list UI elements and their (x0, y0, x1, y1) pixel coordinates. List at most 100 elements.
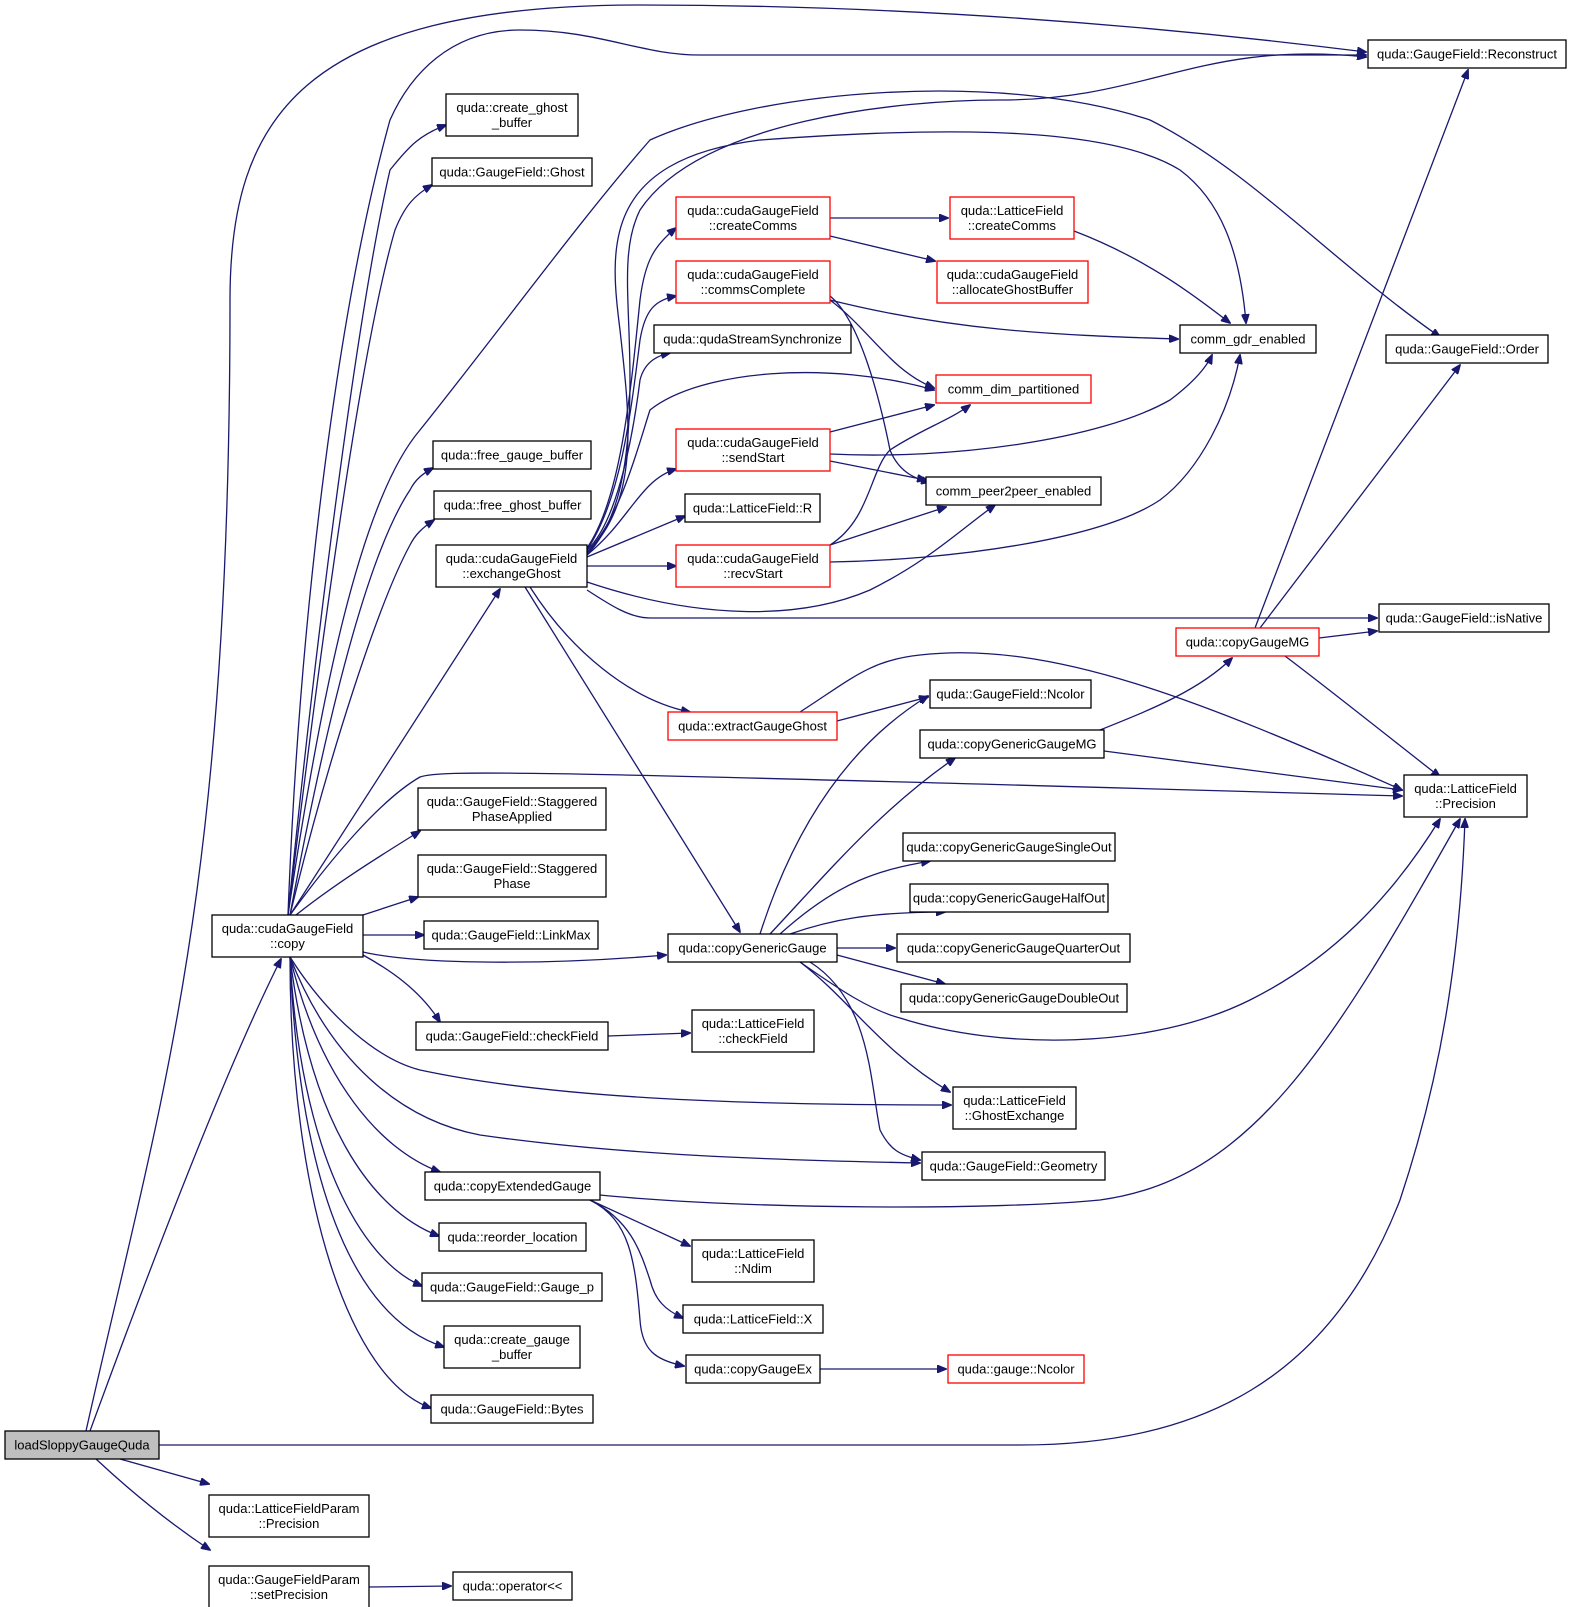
node-label: ::sendStart (722, 450, 785, 465)
edge-cgf_copy-to-lf_Precision (289, 772, 1402, 916)
node-free_ghost_buffer[interactable]: quda::free_ghost_buffer (433, 490, 592, 520)
node-lfp_Precision[interactable]: quda::LatticeFieldParam::Precision (208, 1494, 370, 1538)
node-box (433, 490, 592, 520)
node-bytes[interactable]: quda::GaugeField::Bytes (430, 1394, 594, 1424)
node-lf_X[interactable]: quda::LatticeField::X (682, 1304, 824, 1334)
node-root[interactable]: loadSloppyGaugeQuda (4, 1430, 160, 1460)
node-gf_Ncolor[interactable]: quda::GaugeField::Ncolor (929, 679, 1092, 709)
node-box (909, 883, 1109, 913)
node-reorder_location[interactable]: quda::reorder_location (438, 1222, 587, 1252)
node-copyGenericGaugeQuarterOut[interactable]: quda::copyGenericGaugeQuarterOut (896, 933, 1131, 963)
node-copyGenericGaugeSingleOut[interactable]: quda::copyGenericGaugeSingleOut (902, 832, 1116, 862)
edge-exchangeGhost-to-qudaStreamSynchronize (586, 353, 670, 551)
node-box (675, 544, 831, 588)
node-operator_lshift[interactable]: quda::operator<< (452, 1571, 573, 1601)
node-cgf_copy[interactable]: quda::cudaGaugeField::copy (211, 914, 364, 958)
node-label: quda::copyGenericGaugeHalfOut (913, 891, 1106, 906)
node-box (417, 854, 607, 898)
node-copyGenericGauge[interactable]: quda::copyGenericGauge (667, 933, 838, 963)
node-lf_R[interactable]: quda::LatticeField::R (684, 493, 821, 523)
edge-exchangeGhost-to-commsComplete (586, 296, 676, 551)
node-copyGenericGaugeMG[interactable]: quda::copyGenericGaugeMG (919, 729, 1105, 759)
node-recvStart[interactable]: quda::cudaGaugeField::recvStart (675, 544, 831, 588)
node-label: quda::qudaStreamSynchronize (663, 332, 842, 347)
node-box (208, 1565, 370, 1607)
node-sendStart[interactable]: quda::cudaGaugeField::sendStart (675, 428, 831, 472)
edge-exchangeGhost-to-cgf_createComms (586, 228, 676, 549)
node-lf_checkField[interactable]: quda::LatticeField::checkField (691, 1009, 815, 1053)
node-reconstruct[interactable]: quda::GaugeField::Reconstruct (1367, 39, 1567, 69)
node-order[interactable]: quda::GaugeField::Order (1385, 334, 1549, 364)
node-box (675, 260, 831, 304)
edge-cgf_copy-to-free_gauge_buffer (289, 468, 433, 916)
node-label: ::GhostExchange (965, 1108, 1065, 1123)
node-box (438, 1222, 587, 1252)
node-geometry[interactable]: quda::GaugeField::Geometry (921, 1151, 1106, 1181)
edge-root-to-gfp_setPrecision (95, 1458, 210, 1550)
node-comm_gdr_enabled[interactable]: comm_gdr_enabled (1179, 324, 1317, 354)
edge-cgf_copy-to-staggeredPhaseApplied (295, 831, 420, 916)
edges (85, 4, 1468, 1587)
node-label: quda::copyGenericGauge (678, 941, 826, 956)
edge-copyGaugeMG-to-reconstruct (1254, 70, 1468, 629)
node-cgf_createComms[interactable]: quda::cudaGaugeField::createComms (675, 196, 831, 240)
edge-copyExtendedGauge-to-lf_Ndim (589, 1199, 690, 1246)
node-gfp_setPrecision[interactable]: quda::GaugeFieldParam::setPrecision (208, 1565, 370, 1607)
node-label: quda::copyGenericGaugeMG (927, 737, 1096, 752)
node-free_gauge_buffer[interactable]: quda::free_gauge_buffer (432, 440, 592, 470)
node-extractGaugeGhost[interactable]: quda::extractGaugeGhost (667, 711, 838, 741)
edge-cgf_copy-to-copyExtendedGauge (289, 956, 440, 1172)
edge-exchangeGhost-to-sendStart (586, 469, 676, 556)
node-ghost[interactable]: quda::GaugeField::Ghost (431, 157, 593, 187)
node-box (424, 1171, 601, 1201)
node-label: quda::create_gauge (454, 1332, 570, 1347)
edge-exchangeGhost-to-isNative (586, 589, 1377, 618)
node-commsComplete[interactable]: quda::cudaGaugeField::commsComplete (675, 260, 831, 304)
node-copyGenericGaugeDoubleOut[interactable]: quda::copyGenericGaugeDoubleOut (900, 983, 1128, 1013)
edge-cgf_copy-to-order (287, 90, 1440, 916)
edge-cgf_copy-to-geometry (289, 956, 920, 1163)
node-lf_Ndim[interactable]: quda::LatticeField::Ndim (691, 1239, 815, 1283)
node-create_gauge_buffer[interactable]: quda::create_gauge_buffer (443, 1325, 581, 1369)
node-label: quda::GaugeField::isNative (1386, 611, 1543, 626)
node-box (452, 1571, 573, 1601)
node-lf_createComms[interactable]: quda::LatticeField::createComms (949, 196, 1075, 240)
edge-copyGenericGaugeMG-to-lf_Precision (1103, 750, 1402, 790)
node-qudaStreamSynchronize[interactable]: quda::qudaStreamSynchronize (653, 324, 852, 354)
node-label: quda::extractGaugeGhost (678, 719, 827, 734)
edge-exchangeGhost-to-extractGaugeGhost (529, 586, 690, 712)
node-box (208, 1494, 370, 1538)
node-checkField[interactable]: quda::GaugeField::checkField (415, 1021, 609, 1051)
node-lf_Precision[interactable]: quda::LatticeField::Precision (1403, 774, 1528, 818)
node-label: _buffer (491, 115, 533, 130)
edge-cgf_createComms-to-allocateGhostBuffer (829, 235, 935, 261)
node-box (675, 196, 831, 240)
node-linkMax[interactable]: quda::GaugeField::LinkMax (423, 920, 599, 950)
edge-copyGenericGauge-to-copyGenericGaugeDoubleOut (836, 954, 945, 984)
node-isNative[interactable]: quda::GaugeField::isNative (1378, 603, 1550, 633)
node-ghostExchange[interactable]: quda::LatticeField::GhostExchange (952, 1086, 1077, 1130)
node-allocateGhostBuffer[interactable]: quda::cudaGaugeField::allocateGhostBuffe… (936, 260, 1089, 304)
node-box (682, 1304, 824, 1334)
edge-copyGenericGauge-to-geometry (809, 961, 920, 1160)
node-comm_peer2peer_enabled[interactable]: comm_peer2peer_enabled (925, 476, 1102, 506)
node-gauge_p[interactable]: quda::GaugeField::Gauge_p (421, 1272, 603, 1302)
edge-gfp_setPrecision-to-operator_lshift (368, 1586, 451, 1587)
edge-copyExtendedGauge-to-lf_Precision (599, 819, 1460, 1208)
node-copyGenericGaugeHalfOut[interactable]: quda::copyGenericGaugeHalfOut (909, 883, 1109, 913)
node-create_ghost_buffer[interactable]: quda::create_ghost_buffer (445, 93, 579, 137)
node-label: quda::cudaGaugeField (446, 551, 578, 566)
node-exchangeGhost[interactable]: quda::cudaGaugeField::exchangeGhost (435, 544, 588, 588)
node-gauge_Ncolor[interactable]: quda::gauge::Ncolor (947, 1354, 1085, 1384)
node-box (896, 933, 1131, 963)
node-box (919, 729, 1105, 759)
node-label: ::Precision (259, 1516, 320, 1531)
node-copyGaugeMG[interactable]: quda::copyGaugeMG (1175, 627, 1320, 657)
node-copyGaugeEx[interactable]: quda::copyGaugeEx (685, 1354, 821, 1384)
node-copyExtendedGauge[interactable]: quda::copyExtendedGauge (424, 1171, 601, 1201)
node-comm_dim_partitioned[interactable]: comm_dim_partitioned (935, 374, 1092, 404)
node-box (443, 1325, 581, 1369)
node-label: quda::cudaGaugeField (947, 267, 1079, 282)
